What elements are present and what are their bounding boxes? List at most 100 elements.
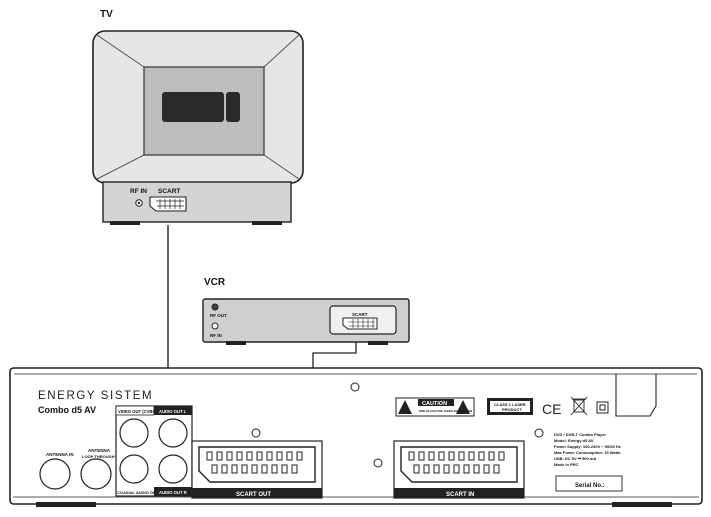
vcr-label: VCR — [204, 277, 226, 288]
vcr-scart-pins — [348, 319, 375, 328]
tv-bevel — [96, 34, 300, 180]
scart-pin — [211, 464, 218, 474]
tv-scart-label: SCART — [158, 188, 180, 195]
cable-vcr-to-player — [312, 342, 357, 368]
vcr-scart-port — [342, 317, 378, 330]
coaxial-out-label: COAXIAL AUDIO OUT — [117, 490, 159, 495]
scart-pin — [271, 464, 278, 474]
screw-hole — [534, 428, 544, 438]
scart-pin — [473, 464, 480, 474]
scart-pin — [296, 451, 303, 461]
audio-out-r-jack — [158, 454, 188, 484]
laser-label: CLASS 1 LASER PRODUCT — [487, 398, 533, 415]
tv-foot-left — [110, 221, 140, 225]
antenna-loop-jack — [80, 458, 112, 490]
warning-bolt-icon — [398, 400, 412, 414]
brand-logo: ENERGY SISTEM — [38, 390, 153, 402]
scart-pin — [488, 451, 495, 461]
antenna-in-jack — [39, 458, 71, 490]
tv-unit: TV RF IN SCART — [92, 9, 304, 225]
scart-pin — [418, 451, 425, 461]
spec-line: DVD / DVB-T Combo Player — [554, 432, 606, 437]
scart-out-label: SCART OUT — [236, 492, 271, 498]
tv-label: TV — [100, 9, 113, 20]
scart-pin — [443, 464, 450, 474]
screw-hole — [373, 458, 383, 468]
video-out-label: VIDEO OUT (CVBS) — [118, 409, 157, 414]
spec-line: Power Supply: 100-240V ~ 50/60 Hz — [554, 444, 621, 449]
scart-pin — [453, 464, 460, 474]
model-name: Combo d5 AV — [38, 405, 96, 415]
scart-pin — [458, 451, 465, 461]
audio-out-l-jack — [158, 418, 188, 448]
audio-out-r-label-bar — [154, 487, 192, 496]
tv-foot-right — [252, 221, 282, 225]
scart-in-label-bar — [394, 488, 524, 498]
audio-out-r-label: AUDIO OUT R — [159, 490, 187, 495]
caution-title: CAUTION — [422, 401, 447, 407]
player-rear-panel: ENERGY SISTEM Combo d5 AV ANTENNA IN ANT… — [9, 367, 703, 507]
scart-pin — [236, 451, 243, 461]
scart-pin — [498, 451, 505, 461]
scart-pin — [413, 464, 420, 474]
weee-bin-icon — [570, 396, 588, 416]
scart-pin — [261, 464, 268, 474]
spec-line: Made in PRC — [554, 462, 579, 467]
tv-screen-knob — [226, 92, 240, 122]
tv-screen-window — [162, 92, 224, 122]
video-out-jack — [119, 418, 149, 448]
ce-mark: CE — [542, 401, 561, 417]
spec-line: Model: Energy d5 AV — [554, 438, 594, 443]
tv-scart-port — [149, 196, 187, 212]
player-foot-left — [36, 502, 96, 507]
spec-line: Max Power Consumption: 15 Watts — [554, 450, 621, 455]
coaxial-out-jack — [119, 454, 149, 484]
screw-hole — [251, 428, 261, 438]
scart-pin — [221, 464, 228, 474]
scart-pin — [226, 451, 233, 461]
scart-pin — [231, 464, 238, 474]
vcr-rf-in-port — [211, 322, 219, 330]
vcr-unit: VCR RF OUT RF IN SCART — [202, 277, 410, 345]
antenna-loop-sub-label: LOOP THROUGH — [82, 454, 115, 459]
antenna-loop-label: ANTENNA — [88, 448, 111, 453]
rca-block — [115, 405, 193, 497]
scart-pin — [493, 464, 500, 474]
scart-pin — [291, 464, 298, 474]
vcr-rf-in-label: RF IN — [210, 333, 222, 338]
caution-subtext: RISK OF ELECTRIC SHOCK DO NOT OPEN — [419, 409, 472, 413]
scart-pin — [251, 464, 258, 474]
scart-pin — [266, 451, 273, 461]
scart-pin — [463, 464, 470, 474]
scart-pin — [206, 451, 213, 461]
spec-line: USB: DC 5V ⎓ 500 mA — [554, 456, 596, 461]
class-ii-icon — [596, 401, 609, 414]
laser-label-line2: PRODUCT — [502, 407, 522, 412]
audio-out-l-label: AUDIO OUT L — [159, 409, 187, 414]
scart-pin — [423, 464, 430, 474]
serial-box — [555, 475, 623, 492]
audio-out-l-label-bar — [154, 406, 192, 415]
scart-pin — [438, 451, 445, 461]
scart-pin — [428, 451, 435, 461]
scart-in-label: SCART IN — [446, 492, 474, 498]
tv-base — [102, 181, 292, 223]
player-foot-right — [612, 502, 672, 507]
scart-out-pins — [206, 451, 303, 474]
scart-pin — [478, 451, 485, 461]
scart-pin — [241, 464, 248, 474]
vcr-rf-out-port — [211, 303, 219, 311]
screw-hole — [350, 382, 360, 392]
tv-rf-in-label: RF IN — [130, 188, 147, 195]
scart-pin — [256, 451, 263, 461]
scart-pin — [483, 464, 490, 474]
player-fan-vent — [615, 374, 657, 417]
scart-pin — [216, 451, 223, 461]
spec-text: DVD / DVB-T Combo Player Model: Energy d… — [554, 432, 621, 467]
vcr-foot-left — [226, 341, 246, 345]
caution-label: CAUTION RISK OF ELECTRIC SHOCK DO NOT OP… — [395, 397, 475, 417]
warning-exclamation-icon — [456, 400, 470, 414]
scart-out-label-bar — [192, 488, 322, 498]
scart-pin — [468, 451, 475, 461]
